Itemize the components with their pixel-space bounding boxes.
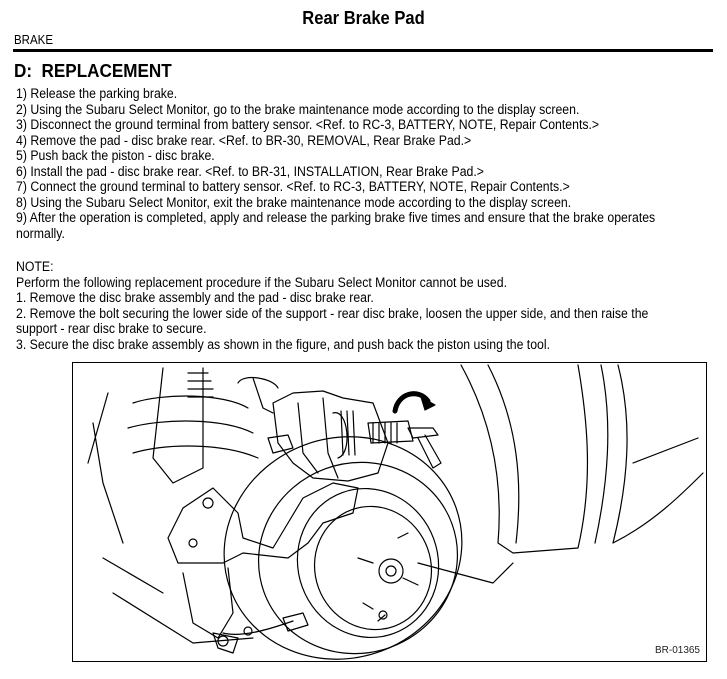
caliper-assembly — [237, 376, 442, 482]
brake-rotor — [223, 436, 463, 660]
note-item: 1. Remove the disc brake assembly and th… — [16, 290, 374, 305]
step-item: 8) Using the Subaru Select Monitor, exit… — [16, 194, 572, 210]
step-item: 1) Release the parking brake. — [16, 86, 178, 101]
step-item: 7) Connect the ground terminal to batter… — [16, 179, 570, 194]
brake-illustration: BR-01365 — [72, 362, 707, 662]
step-item: 2) Using the Subaru Select Monitor, go t… — [16, 101, 580, 117]
strut-spring — [87, 367, 259, 544]
note-intro: Perform the following replacement proced… — [16, 274, 508, 290]
wheel-well-liner — [417, 364, 704, 584]
step-item: 5) Push back the piston - disc brake. — [16, 148, 215, 163]
step-item: 4) Remove the pad - disc brake rear. <Re… — [16, 132, 472, 148]
step-item: 9) After the operation is completed, app… — [16, 210, 656, 241]
section-label: BRAKE — [14, 33, 53, 47]
knuckle-support — [102, 482, 359, 647]
note-block: NOTE: Perform the following replacement … — [16, 259, 671, 352]
figure-id: BR-01365 — [654, 645, 700, 656]
step-item: 6) Install the pad - disc brake rear. <R… — [16, 163, 484, 179]
brake-hose — [212, 612, 309, 654]
note-item: 3. Secure the disc brake assembly as sho… — [16, 336, 551, 352]
section-heading: D: REPLACEMENT — [14, 61, 172, 81]
procedure-steps: 1) Release the parking brake. 2) Using t… — [16, 86, 671, 241]
rotation-arrow-icon — [392, 391, 436, 414]
header-divider — [13, 49, 713, 52]
brake-assembly-drawing — [87, 364, 704, 660]
note-label: NOTE: — [16, 259, 54, 274]
step-item: 3) Disconnect the ground terminal from b… — [16, 117, 600, 132]
note-item: 2. Remove the bolt securing the lower si… — [16, 305, 649, 337]
page-title: Rear Brake Pad — [302, 8, 425, 28]
